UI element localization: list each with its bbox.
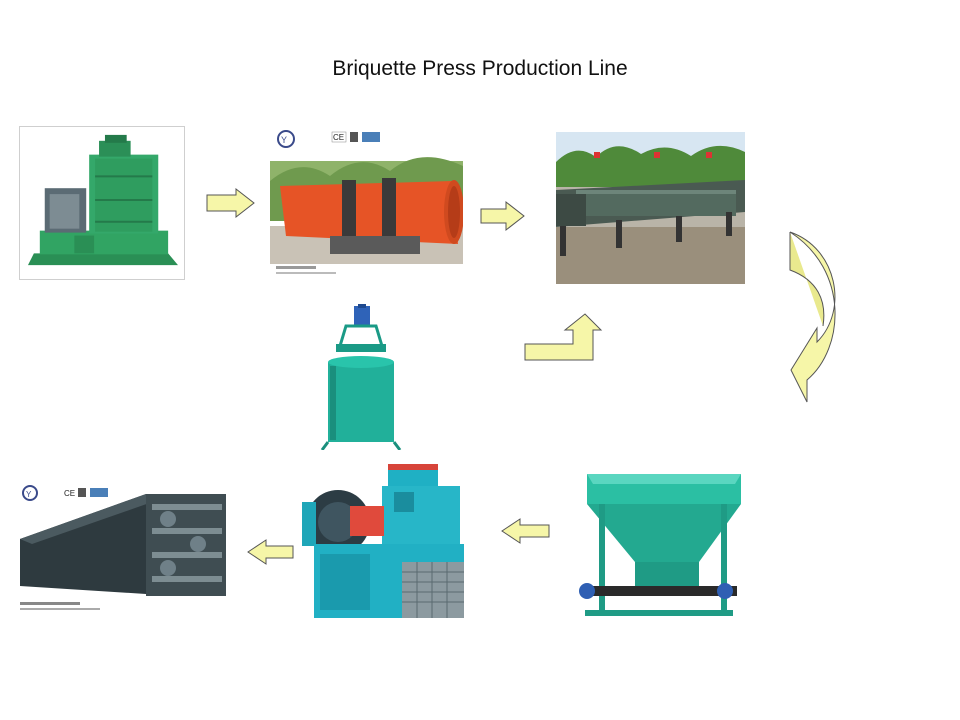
arrow-hopper-to-press bbox=[501, 518, 550, 544]
rotary-dryer-image: Y CE bbox=[270, 126, 463, 278]
svg-text:Y: Y bbox=[26, 490, 32, 499]
ce-mark: CE bbox=[333, 133, 344, 142]
mixer-image bbox=[318, 304, 404, 450]
rotary-dryer-logo: Y CE bbox=[277, 130, 380, 148]
arrow-mixer-to-conveyor bbox=[524, 313, 603, 361]
arrow-press-to-belt-dryer bbox=[247, 539, 294, 565]
mesh-belt-dryer-image: Y CE bbox=[18, 484, 234, 614]
ce-mark: CE bbox=[64, 489, 75, 498]
svg-text:Y: Y bbox=[281, 135, 287, 145]
arrow-crusher-to-dryer bbox=[206, 188, 255, 218]
arrow-conveyor-to-hopper bbox=[789, 231, 836, 403]
mesh-belt-dryer-logo: Y CE bbox=[22, 485, 108, 501]
feeder-hopper-image bbox=[575, 470, 743, 626]
page-title: Briquette Press Production Line bbox=[332, 57, 628, 80]
screw-conveyor-image bbox=[556, 132, 745, 284]
vertical-crusher-image bbox=[19, 126, 185, 280]
briquette-press-image bbox=[302, 462, 468, 624]
arrow-dryer-to-conveyor bbox=[480, 200, 525, 232]
